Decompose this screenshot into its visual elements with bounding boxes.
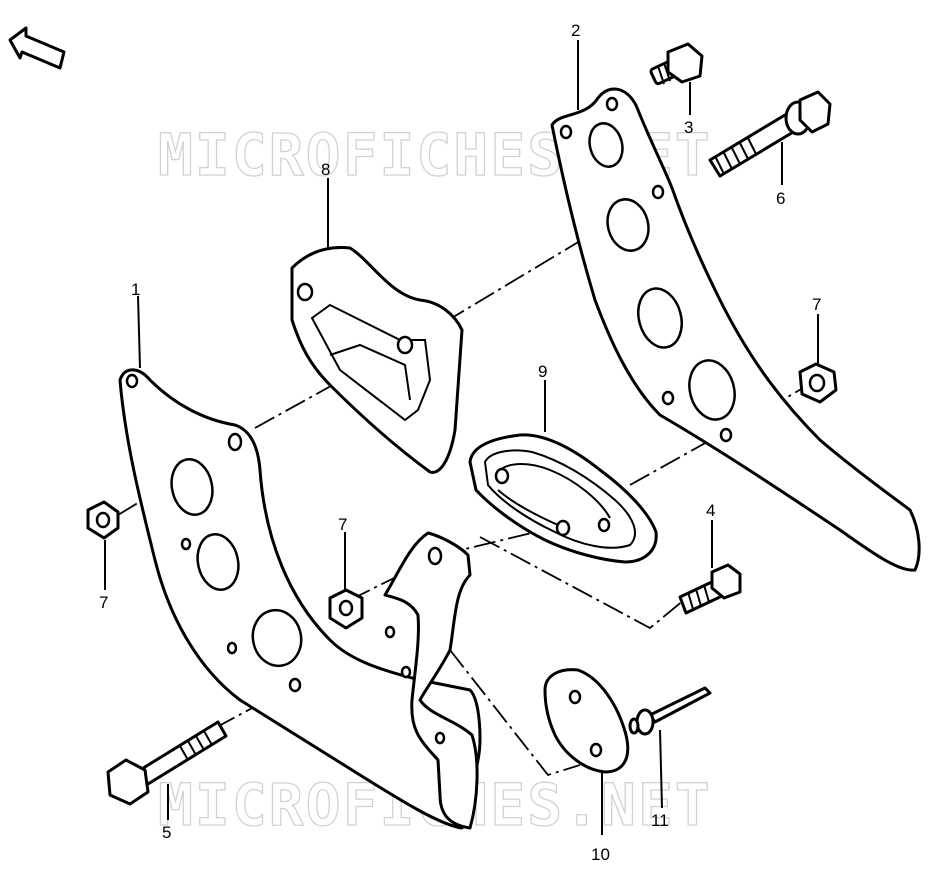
- part-7-nut-left: [86, 500, 120, 540]
- part-11-rivet: [628, 686, 712, 736]
- callout-labels: 1 2 3 4 5 6 7 7 7 8 9 10 11: [99, 21, 821, 864]
- part-9-rubber-mount: [468, 433, 658, 564]
- part-10-spacer-pad: [543, 668, 630, 774]
- callout-7-left: 7: [99, 593, 108, 612]
- part-5-long-bolt: [106, 720, 228, 806]
- part-3-bolt: [649, 42, 704, 86]
- callout-6: 6: [776, 189, 785, 208]
- part-7-nut-right: [798, 362, 838, 404]
- callout-2: 2: [571, 21, 580, 40]
- callout-9: 9: [538, 362, 547, 381]
- part-4-bolt: [678, 563, 742, 615]
- callout-5: 5: [162, 823, 171, 842]
- callout-8: 8: [321, 160, 330, 179]
- callout-7-center: 7: [338, 515, 347, 534]
- part-8-spacer-block: [290, 246, 464, 474]
- part-7-nut-center: [328, 588, 364, 630]
- callout-11: 11: [651, 811, 669, 830]
- callout-1: 1: [131, 280, 140, 299]
- part-1-left-bracket: [118, 368, 482, 830]
- part-2-right-bracket: [550, 87, 921, 572]
- callout-10: 10: [591, 845, 610, 864]
- part-1-sub-bracket: [383, 531, 479, 830]
- fwd-arrow-icon: FWD: [8, 26, 66, 70]
- part-6-long-bolt: [708, 90, 832, 178]
- callout-3: 3: [684, 118, 693, 137]
- callout-4: 4: [706, 501, 715, 520]
- callout-7-right: 7: [812, 295, 821, 314]
- leader-lines: [104, 40, 819, 835]
